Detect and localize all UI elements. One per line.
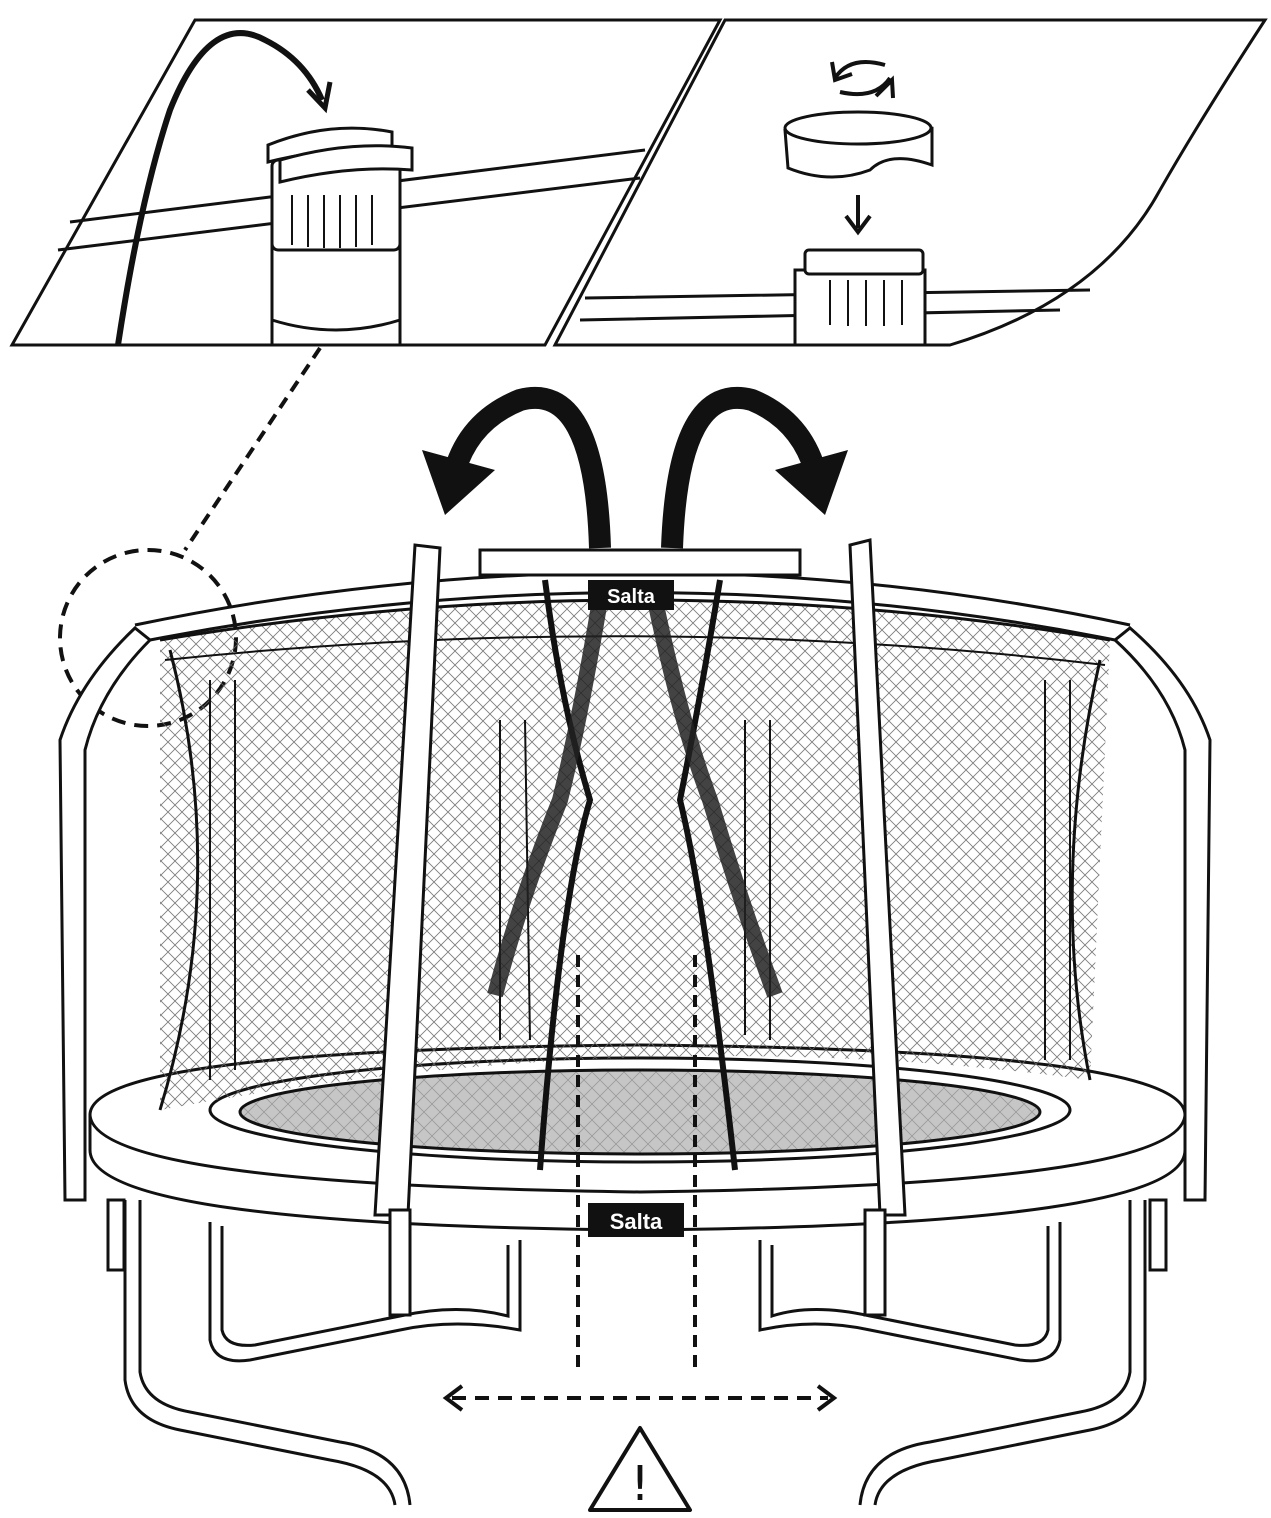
svg-text:Salta: Salta <box>610 1209 663 1234</box>
outer-poles <box>58 538 1212 1317</box>
trampoline-legs <box>106 1198 1168 1506</box>
svg-text:Salta: Salta <box>607 586 656 608</box>
double-arrow-icon <box>442 1384 838 1412</box>
jumping-mat <box>238 1068 1042 1156</box>
detail-panel-cap-attach <box>9 18 723 347</box>
brand-label-frame: Salta <box>588 1203 684 1237</box>
entrance-clearance-lines <box>576 955 697 1375</box>
warning-triangle-icon: ! <box>588 1426 692 1512</box>
net-entrance <box>487 579 783 1171</box>
rotate-arrows-icon <box>830 60 895 99</box>
brand-label-top: Salta <box>588 580 674 610</box>
safety-net <box>158 598 1111 1111</box>
top-ring <box>134 548 1131 642</box>
curved-arrow-icon-right <box>661 387 848 549</box>
arrow-down-icon <box>844 195 872 236</box>
curved-arrow-icon <box>422 387 611 549</box>
detail-panel-cap-rotate <box>552 18 1268 347</box>
svg-text:!: ! <box>630 1456 649 1512</box>
